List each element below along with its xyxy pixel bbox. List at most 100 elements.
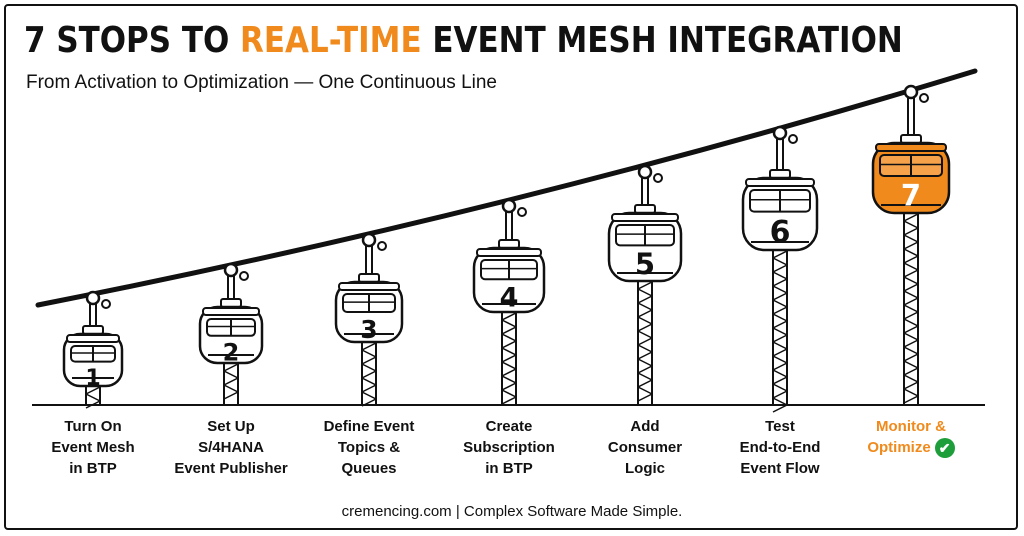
pulley-wheel-icon xyxy=(85,290,101,306)
pulley-wheel-icon xyxy=(501,198,517,214)
page-subtitle: From Activation to Optimization — One Co… xyxy=(26,72,498,93)
stop-label-2: Set Up S/4HANA Event Publisher xyxy=(161,416,301,479)
tower-brace xyxy=(772,376,788,385)
pulley-wheel-small-icon xyxy=(239,271,249,281)
stop-label-line: Event Flow xyxy=(740,460,820,477)
stop-1: 1 xyxy=(62,290,124,409)
tower-brace xyxy=(637,393,653,402)
stop-label-line: End-to-End xyxy=(739,439,821,456)
stop-label-line: Optimize✔ xyxy=(841,437,981,459)
tower-brace xyxy=(637,330,653,339)
tower-5 xyxy=(637,270,653,406)
tower-brace xyxy=(361,342,377,351)
tower-brace xyxy=(223,384,239,393)
tower-brace xyxy=(903,346,919,355)
stop-label-line: Set Up xyxy=(207,418,255,435)
stop-label-line: Test xyxy=(765,418,795,435)
tower-brace xyxy=(772,257,788,266)
tower-brace xyxy=(85,386,101,395)
tower-brace xyxy=(903,318,919,327)
tower-brace xyxy=(223,377,239,386)
stop-3: 3 xyxy=(334,232,404,407)
tower-brace xyxy=(501,333,517,342)
cabin-roof xyxy=(875,143,947,152)
tower-brace xyxy=(772,299,788,308)
tower-brace xyxy=(772,292,788,301)
tower-brace xyxy=(637,295,653,304)
tower-brace xyxy=(637,351,653,360)
cabin-roof xyxy=(745,178,815,187)
tower-brace xyxy=(903,234,919,243)
tower-brace xyxy=(223,363,239,372)
stop-label-line: Logic xyxy=(625,460,665,477)
tower-brace xyxy=(501,361,517,370)
tower-brace xyxy=(772,341,788,350)
cabin-roof xyxy=(338,282,400,291)
stop-number: 6 xyxy=(770,215,791,250)
title-highlight: REAL-TIME xyxy=(240,20,422,61)
tower-brace xyxy=(903,276,919,285)
page-title: 7 STOPS TO REAL-TIME EVENT MESH INTEGRAT… xyxy=(24,20,903,61)
stop-label-line: in BTP xyxy=(485,460,533,477)
pulley-wheel-icon xyxy=(223,262,239,278)
tower-brace xyxy=(361,398,377,407)
tower-brace xyxy=(903,360,919,369)
stop-label-line: Turn On xyxy=(64,418,122,435)
tower-brace xyxy=(903,255,919,264)
title-prefix: 7 STOPS TO xyxy=(24,20,241,61)
stop-number: 4 xyxy=(500,283,519,314)
stop-number: 7 xyxy=(901,179,921,213)
tower-brace xyxy=(903,227,919,236)
tower-brace xyxy=(501,389,517,398)
stop-label-line: Define Event xyxy=(323,418,415,435)
tower-brace xyxy=(903,374,919,383)
tower-brace xyxy=(772,264,788,273)
tower-brace xyxy=(637,309,653,318)
tower-brace xyxy=(903,248,919,257)
tower-brace xyxy=(772,369,788,378)
tower-brace xyxy=(85,393,101,402)
tower-brace xyxy=(501,368,517,377)
tower-brace xyxy=(637,281,653,290)
stop-number: 5 xyxy=(635,247,655,281)
title-suffix: EVENT MESH INTEGRATION xyxy=(421,20,903,61)
pulley-wheel-icon xyxy=(772,125,788,141)
tower-brace xyxy=(361,377,377,386)
stop-label-line: Event Publisher xyxy=(174,460,288,477)
tower-brace xyxy=(501,340,517,349)
stop-label-line: Consumer xyxy=(607,439,683,456)
stop-label-7: Monitor &Optimize✔ xyxy=(841,416,981,459)
stop-label-line: Add xyxy=(630,418,660,435)
tower-brace xyxy=(903,381,919,390)
tower-brace xyxy=(361,349,377,358)
tower-brace xyxy=(772,285,788,294)
tower-brace xyxy=(361,370,377,379)
tower-brace xyxy=(772,390,788,399)
tower-brace xyxy=(501,375,517,384)
stop-label-line: S/4HANA xyxy=(198,439,264,456)
tower-brace xyxy=(903,290,919,299)
tower-brace xyxy=(361,384,377,393)
tower-brace xyxy=(637,302,653,311)
pulley-wheel-small-icon xyxy=(653,173,663,183)
stop-label-line: Queues xyxy=(341,460,397,477)
outer-frame xyxy=(4,4,1018,530)
tower-brace xyxy=(637,386,653,395)
tower-brace xyxy=(772,320,788,329)
tower-brace xyxy=(903,332,919,341)
tower-brace xyxy=(903,325,919,334)
stop-number: 2 xyxy=(223,338,240,366)
tower-brace xyxy=(772,362,788,371)
tower-brace xyxy=(501,312,517,321)
stop-label-line: Topics & xyxy=(337,439,401,456)
pulley-wheel-small-icon xyxy=(919,93,929,103)
tower-brace xyxy=(637,288,653,297)
tower-brace xyxy=(223,391,239,400)
tower-brace xyxy=(637,337,653,346)
tower-brace xyxy=(501,326,517,335)
cabin-roof xyxy=(611,213,679,222)
pulley-wheel-small-icon xyxy=(101,299,111,309)
tower-brace xyxy=(361,391,377,400)
tower-brace xyxy=(637,323,653,332)
